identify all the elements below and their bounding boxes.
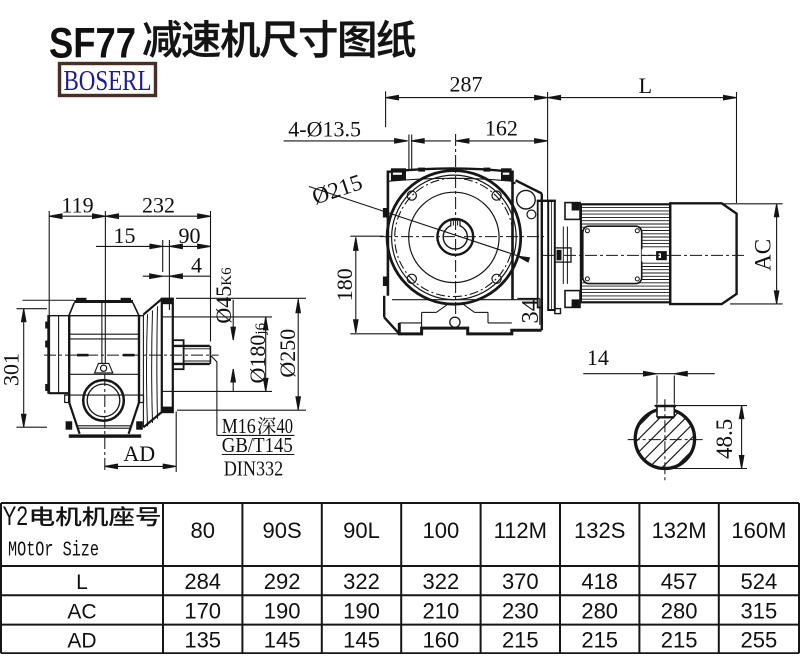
- svg-text:135: 135: [184, 628, 221, 653]
- svg-text:90: 90: [179, 223, 201, 248]
- svg-text:232: 232: [142, 193, 175, 218]
- svg-text:AC: AC: [751, 239, 776, 271]
- svg-text:GB/T145: GB/T145: [222, 433, 293, 457]
- svg-text:14: 14: [587, 345, 609, 370]
- svg-text:190: 190: [343, 598, 380, 623]
- svg-text:48.5: 48.5: [712, 419, 737, 459]
- svg-text:132M: 132M: [652, 518, 707, 543]
- svg-text:90S: 90S: [263, 518, 302, 543]
- svg-text:524: 524: [741, 569, 778, 594]
- svg-text:190: 190: [264, 598, 301, 623]
- svg-text:Ø250: Ø250: [275, 329, 300, 378]
- svg-text:112M: 112M: [494, 518, 547, 543]
- svg-text:280: 280: [661, 598, 698, 623]
- svg-text:AD: AD: [67, 630, 96, 653]
- svg-text:215: 215: [502, 628, 539, 653]
- svg-text:AC: AC: [67, 600, 96, 623]
- svg-text:132S: 132S: [574, 518, 625, 543]
- svg-text:15: 15: [114, 223, 136, 248]
- svg-text:230: 230: [502, 598, 539, 623]
- svg-text:L: L: [639, 73, 652, 98]
- svg-text:370: 370: [502, 569, 539, 594]
- svg-text:119: 119: [61, 193, 93, 218]
- svg-text:301: 301: [0, 353, 24, 386]
- svg-text:287: 287: [450, 72, 483, 97]
- svg-text:210: 210: [423, 598, 460, 623]
- svg-text:292: 292: [264, 569, 301, 594]
- svg-text:80: 80: [190, 518, 214, 543]
- svg-text:215: 215: [661, 628, 698, 653]
- svg-text:DIN332: DIN332: [224, 457, 284, 481]
- svg-text:170: 170: [184, 598, 221, 623]
- svg-text:418: 418: [581, 569, 618, 594]
- svg-text:180: 180: [332, 268, 357, 301]
- svg-text:322: 322: [423, 569, 460, 594]
- svg-text:BOSERL: BOSERL: [64, 66, 152, 97]
- svg-text:145: 145: [264, 628, 301, 653]
- svg-text:MOtOr Size: MOtOr Size: [8, 540, 99, 563]
- svg-text:215: 215: [581, 628, 618, 653]
- svg-text:457: 457: [661, 569, 698, 594]
- svg-text:160: 160: [423, 628, 460, 653]
- svg-text:160M: 160M: [731, 518, 786, 543]
- svg-text:145: 145: [343, 628, 380, 653]
- svg-text:284: 284: [184, 569, 221, 594]
- svg-text:M16: M16: [222, 414, 256, 438]
- svg-text:322: 322: [343, 569, 380, 594]
- svg-text:90L: 90L: [343, 518, 380, 543]
- svg-text:162: 162: [485, 116, 518, 141]
- svg-text:315: 315: [741, 598, 778, 623]
- svg-text:SF77: SF77: [49, 20, 136, 68]
- svg-text:40: 40: [277, 414, 294, 438]
- svg-text:280: 280: [581, 598, 618, 623]
- svg-text:Ø45K6: Ø45K6: [211, 267, 236, 324]
- svg-text:Y2: Y2: [3, 501, 29, 531]
- svg-text:4-Ø13.5: 4-Ø13.5: [288, 116, 361, 141]
- svg-text:255: 255: [741, 628, 778, 653]
- svg-text:AD: AD: [123, 441, 155, 466]
- svg-text:L: L: [76, 571, 88, 594]
- svg-text:100: 100: [423, 518, 460, 543]
- svg-text:4: 4: [191, 253, 202, 278]
